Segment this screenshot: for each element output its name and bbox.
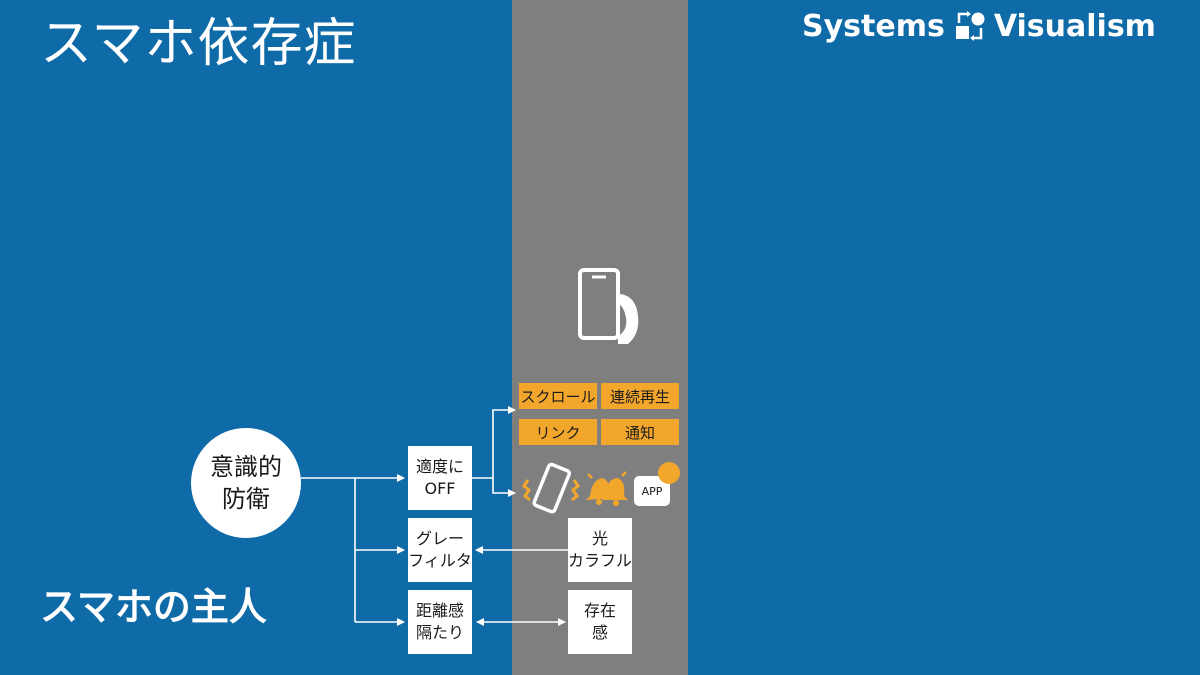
action-line1: グレー (415, 529, 464, 548)
edge-off-to-features (472, 406, 516, 479)
central-line1: 意識的 (210, 453, 282, 481)
action-line1: 適度に (415, 457, 464, 476)
systems-visualism-logo-icon (955, 11, 985, 41)
feature-link: リンク (519, 419, 597, 445)
feature-scroll: スクロール (519, 383, 597, 409)
feature-autoplay: 連続再生 (601, 383, 679, 409)
target-presence: 存在 感 (568, 590, 632, 654)
action-line1: 距離感 (415, 601, 464, 620)
action-line2: 隔たり (415, 623, 464, 642)
notification-dot (658, 462, 680, 484)
logo-text-systems: Systems (802, 8, 945, 44)
action-moderate-off: 適度に OFF (408, 446, 472, 510)
action-line2: OFF (424, 479, 456, 498)
page-title: スマホ依存症 (40, 14, 357, 74)
central-line2: 防衛 (222, 485, 270, 513)
action-line2: フィルタ (408, 551, 472, 570)
hand-holding-phone-icon (578, 268, 639, 344)
feature-notification: 通知 (601, 419, 679, 445)
target-line2: 感 (591, 623, 608, 642)
logo-text-visualism: Visualism (993, 8, 1156, 44)
target-line2: カラフル (568, 551, 633, 570)
brand-logo: Systems Visualism (802, 6, 1156, 46)
target-light-colorful: 光 カラフル (568, 518, 632, 582)
conscious-defense-node: 意識的 防衛 (191, 428, 301, 538)
action-gray-filter: グレー フィルタ (408, 518, 472, 582)
ringing-bell-icon (586, 471, 628, 506)
edge-off-to-alerts (492, 478, 516, 497)
target-line1: 光 (591, 529, 608, 548)
action-distance: 距離感 隔たり (408, 590, 472, 654)
vibrating-phone-icon (521, 462, 581, 514)
target-line1: 存在 (583, 601, 616, 620)
page-subtitle: スマホの主人 (40, 585, 267, 629)
